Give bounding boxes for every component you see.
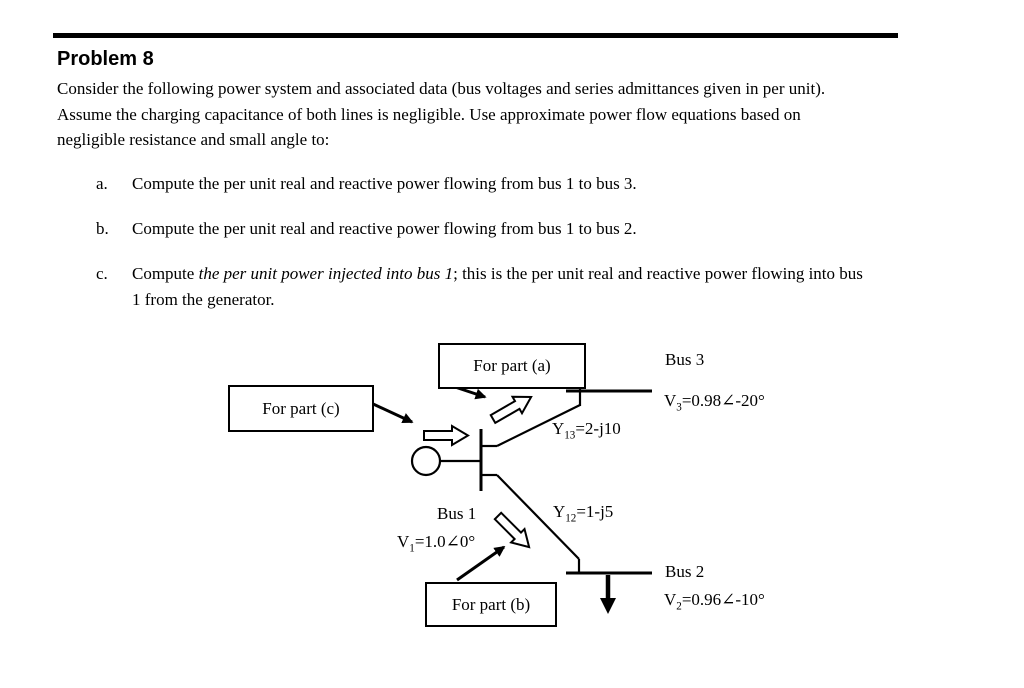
task-c-line2: 1 from the generator.: [132, 289, 275, 309]
task-item-a: a. Compute the per unit real and reactive…: [96, 171, 637, 197]
task-item-b: b. Compute the per unit real and reactive…: [96, 216, 637, 242]
task-marker-b: b.: [96, 219, 109, 238]
flow-arrow-1-to-3: [489, 395, 533, 425]
task-c-pre: Compute: [132, 264, 199, 283]
line-1-2: [496, 474, 580, 560]
intro-line-1: Consider the following power system and …: [57, 79, 826, 98]
flow-arrow-injection: [423, 424, 470, 447]
top-rule: [53, 33, 898, 38]
task-marker-c: c.: [96, 264, 108, 283]
problem-title: Problem 8: [57, 48, 154, 70]
line-1-3: [496, 404, 581, 447]
load-arrow-head: [600, 598, 616, 614]
line12-admittance-label: Y12=1-j5: [553, 502, 614, 525]
callout-arrow-c: [370, 401, 414, 424]
generator-circle: [410, 445, 442, 477]
bus1-voltage-label: V1=1.0∠0°: [397, 532, 476, 555]
callout-label-part-b: For part (b): [451, 594, 531, 614]
bus1-name-label: Bus 1: [437, 504, 477, 523]
bus2-name-label: Bus 2: [665, 562, 705, 581]
bus3-voltage-label: V3=0.98∠-20°: [664, 391, 765, 414]
callout-box-part-c: For part (c): [228, 385, 374, 432]
task-text-c: Compute the per unit power injected into…: [132, 261, 1012, 312]
bus2-voltage-label: V2=0.96∠-10°: [664, 590, 765, 613]
task-text-b: Compute the per unit real and reactive p…: [132, 219, 637, 238]
task-c-post: ; this is the per unit real and reactive…: [453, 264, 863, 283]
intro-paragraph: Consider the following power system and …: [57, 76, 825, 153]
callout-box-part-b: For part (b): [425, 582, 557, 627]
intro-line-2: Assume the charging capacitance of both …: [57, 104, 801, 124]
bus3-name-label: Bus 3: [665, 350, 705, 369]
callout-label-part-a: For part (a): [473, 356, 551, 375]
task-c-italic: the per unit power injected into bus 1: [198, 264, 454, 283]
line13-admittance-label: Y13=2-j10: [552, 419, 621, 442]
callout-arrow-b: [456, 545, 506, 582]
task-marker-a: a.: [96, 174, 108, 193]
intro-line-3: negligible resistance and small angle to…: [57, 130, 330, 149]
flow-arrow-1-to-2: [493, 511, 531, 549]
callout-box-part-a: For part (a): [438, 343, 586, 389]
task-item-c: c. Compute the per unit power injected in…: [96, 261, 1012, 312]
task-text-a: Compute the per unit real and reactive p…: [132, 174, 637, 193]
callout-label-part-c: For part (c): [262, 398, 340, 418]
